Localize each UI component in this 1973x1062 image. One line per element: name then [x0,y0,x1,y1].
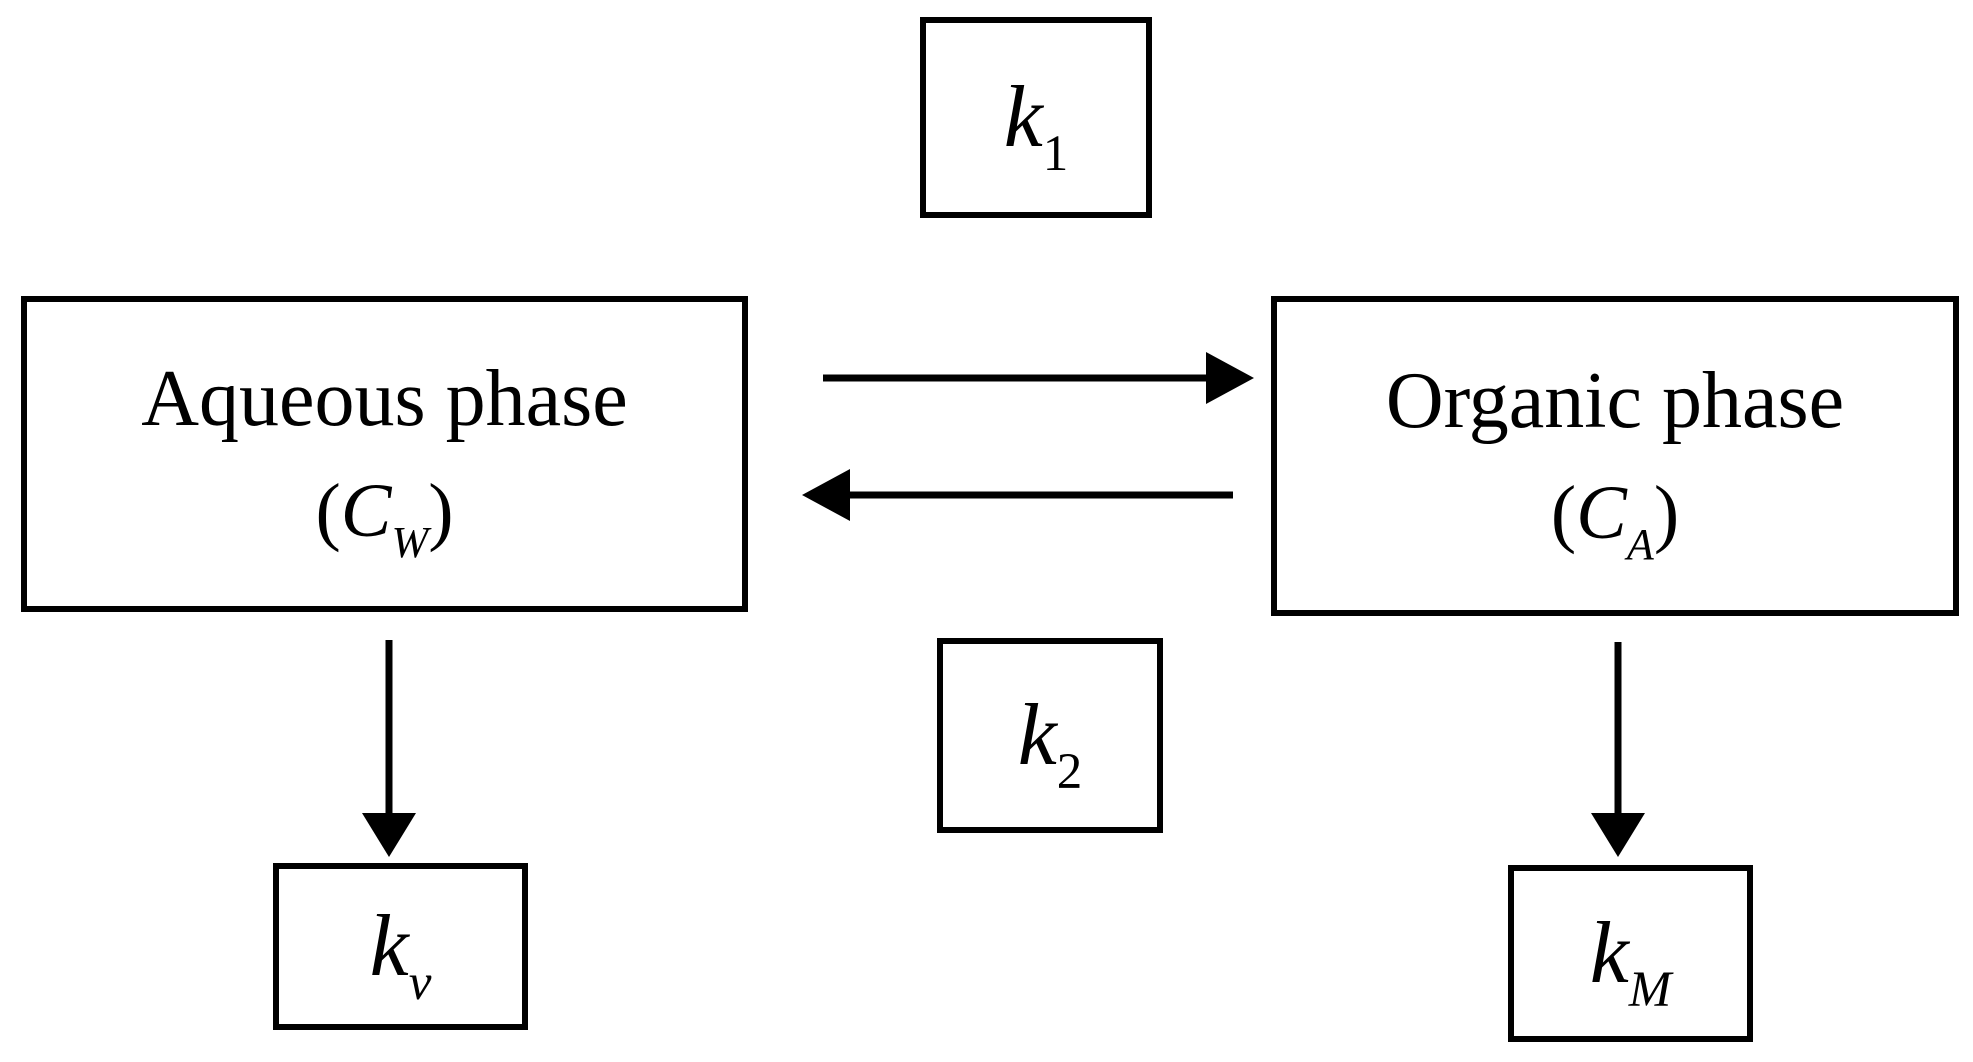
km-label: kM [1590,909,1672,1016]
kv-base: k [369,897,409,995]
km-subscript: M [1628,962,1672,1019]
node-k2-rate-box: k2 [937,638,1163,833]
kv-label: kv [370,902,432,1009]
organic-phase-title: Organic phase [1385,357,1845,445]
aqueous-symbol-subscript: W [391,518,429,568]
node-k1-rate-box: k1 [920,17,1152,218]
kv-subscript: v [408,955,432,1012]
arrow-reverse-organic-to-aqueous [802,469,1233,521]
organic-paren-close: ) [1653,471,1680,555]
k1-subscript: 1 [1042,126,1069,183]
km-base: k [1589,904,1629,1002]
node-organic-phase: Organic phase (CA) [1271,296,1959,616]
k2-subscript: 2 [1056,744,1083,801]
organic-symbol-base: C [1576,471,1627,555]
k2-base: k [1017,686,1057,784]
organic-symbol-subscript: A [1626,520,1654,570]
aqueous-phase-title: Aqueous phase [141,355,628,443]
arrow-down-organic-to-km [1591,642,1645,857]
aqueous-concentration-symbol: (CW) [315,473,453,565]
node-km-rate-box: kM [1508,865,1753,1042]
aqueous-paren-close: ) [428,469,454,553]
k2-label: k2 [1018,691,1083,798]
aqueous-paren-open: ( [315,469,341,553]
k1-label: k1 [1004,73,1069,180]
node-aqueous-phase: Aqueous phase (CW) [21,296,748,612]
node-kv-rate-box: kv [273,863,528,1030]
organic-paren-open: ( [1550,471,1577,555]
k1-base: k [1003,68,1043,166]
arrow-forward-aqueous-to-organic [823,352,1254,404]
aqueous-symbol-base: C [340,469,392,553]
arrow-down-aqueous-to-kv [362,640,416,857]
organic-concentration-symbol: (CA) [1551,475,1679,567]
